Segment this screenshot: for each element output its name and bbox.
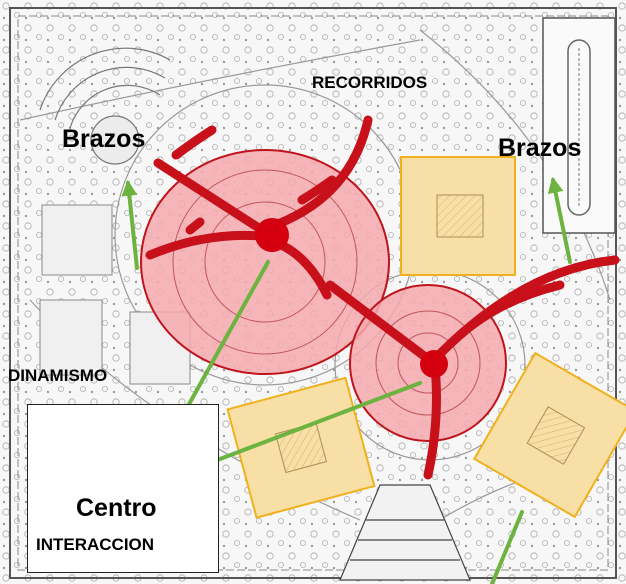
label-recorridos: RECORRIDOS [312, 73, 428, 92]
label-brazos-right: Brazos [498, 134, 582, 162]
label-centro: Centro [76, 494, 157, 522]
entrance-building [339, 484, 471, 581]
label-dinamismo: DINAMISMO [8, 366, 108, 385]
arrow-to-brazos-right [547, 176, 572, 264]
label-panel [27, 404, 219, 573]
label-brazos-left: Brazos [62, 125, 146, 153]
red-arms [145, 115, 620, 480]
center-node-secondary [420, 350, 448, 378]
center-node-main [255, 218, 289, 252]
label-interaccion: INTERACCION [36, 535, 155, 554]
arrow-bottom [490, 510, 524, 584]
parking-structure [542, 17, 616, 234]
site-boundary [9, 7, 617, 579]
arrow-to-brazos-left [121, 179, 139, 270]
amphitheatre [39, 47, 171, 165]
activity-squares [226, 156, 626, 519]
